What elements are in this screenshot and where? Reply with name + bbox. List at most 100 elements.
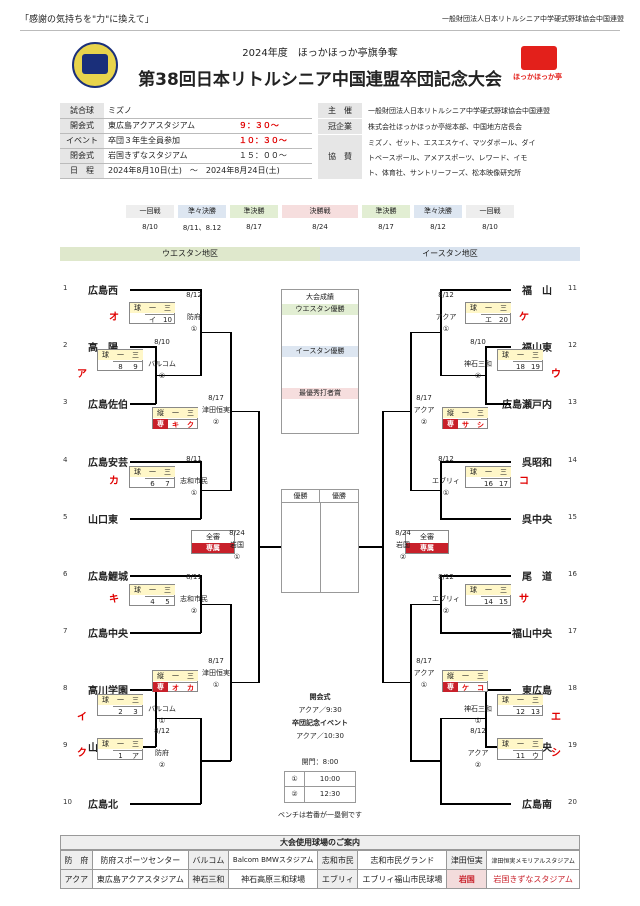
bracket-line	[130, 689, 156, 691]
semi-header: 三	[183, 670, 198, 681]
score-header: 三	[160, 302, 175, 313]
score-header: 一	[145, 466, 160, 477]
bracket-line	[200, 331, 231, 334]
score-cell: 6	[145, 477, 160, 489]
score-header: 一	[113, 694, 128, 705]
score-cell: 3	[128, 705, 143, 717]
semi-header: 一	[458, 407, 473, 418]
bracket-line	[440, 374, 486, 376]
match-number: ②	[420, 417, 428, 426]
team-number: 3	[63, 398, 68, 406]
score-cell: 19	[528, 360, 543, 372]
schedule-date: 8/17	[378, 223, 394, 231]
match-date: 8/17	[416, 393, 432, 402]
semi-header: 三	[473, 670, 488, 681]
match-number: ②	[212, 417, 220, 426]
match-venue: 志和市民	[180, 594, 208, 603]
score-header: 球	[98, 739, 113, 750]
score-header: 球	[498, 739, 513, 750]
score-header: 球	[130, 302, 145, 313]
score-header: 一	[145, 302, 160, 313]
team-number: 2	[63, 341, 68, 349]
umpire-cell: 専	[443, 681, 458, 692]
score-header: 球	[98, 349, 113, 360]
match-date: 8/17	[208, 656, 224, 665]
team-name: 広島西	[88, 286, 118, 297]
bracket-line	[130, 746, 156, 748]
semi-header: 縦	[443, 670, 458, 681]
score-header: 三	[128, 694, 143, 705]
match-venue: 防府	[155, 749, 169, 758]
score-cell: 5	[160, 595, 175, 607]
semi-cell: キ	[168, 418, 183, 430]
bracket-line	[440, 518, 511, 520]
match-code: カ	[109, 475, 119, 487]
all-umpire: 全審	[206, 533, 220, 542]
score-header: 一	[481, 584, 496, 595]
semi-cell: ケ	[458, 681, 473, 693]
match-date: 8/24	[395, 529, 411, 538]
schedule-sf-west: 準決勝	[230, 205, 278, 218]
semi-cell: ク	[183, 418, 198, 430]
bracket-line	[155, 717, 201, 719]
bracket-line	[410, 603, 441, 605]
score-header: 三	[528, 694, 543, 705]
league-logo-icon	[72, 42, 118, 88]
umpire-cell: 専	[153, 681, 168, 692]
match-venue: アクア	[467, 749, 489, 758]
team-name: 福 山	[522, 286, 552, 297]
schedule-qf-east: 準々決勝	[414, 205, 462, 218]
schedule-date: 8/12	[430, 223, 446, 231]
team-name: 広島安芸	[88, 458, 128, 469]
team-number: 9	[63, 741, 68, 749]
best-batter-label: 最優秀打者賞	[282, 388, 358, 399]
score-cell: 17	[496, 477, 511, 489]
score-header: 球	[498, 349, 513, 360]
bracket-line	[200, 760, 231, 762]
score-cell: 9	[128, 360, 143, 372]
event-title: 卒団記念イベント	[292, 719, 348, 727]
team-number: 12	[568, 341, 577, 349]
semi-cell: シ	[473, 418, 488, 430]
east-region-bar: イースタン地区	[320, 247, 580, 261]
match-number: ①	[420, 680, 428, 689]
match-number: ①	[233, 553, 241, 562]
hokka-logo-icon: ほっかほっか亭	[513, 44, 563, 84]
page-title: 第38回日本リトルシニア中国連盟卒団記念大会	[138, 70, 502, 90]
team-name: 広島中央	[88, 629, 128, 640]
score-cell: 2	[113, 705, 128, 717]
schedule-r1-west: 一回戦	[126, 205, 174, 218]
match-code: イ	[77, 711, 87, 723]
match-code: ア	[77, 368, 87, 380]
all-umpire: 全審	[420, 533, 434, 542]
bracket-line	[359, 546, 383, 548]
bracket-line	[130, 346, 156, 348]
federation-name: 一般財団法人日本リトルシニア中学硬式野球協会中国連盟	[442, 15, 624, 23]
match-number: ①	[474, 716, 482, 725]
bracket-line	[130, 518, 201, 520]
score-header: 三	[528, 739, 543, 750]
bracket-line	[230, 410, 259, 413]
team-name: 広島佐伯	[88, 400, 128, 411]
score-header: 三	[496, 302, 511, 313]
match-date: 8/17	[208, 393, 224, 402]
team-name: 呉昭和	[522, 458, 552, 469]
score-header: 三	[160, 584, 175, 595]
score-header: 球	[130, 466, 145, 477]
bracket-line	[130, 632, 201, 634]
match-venue: 岩国	[396, 541, 410, 550]
team-name: 広島瀬戸内	[502, 400, 552, 411]
semi-header: 一	[458, 670, 473, 681]
score-cell: 14	[481, 595, 496, 607]
match-number: ①	[190, 488, 198, 497]
schedule-date: 8/10	[482, 223, 498, 231]
match-venue: 志和市民	[180, 476, 208, 485]
semi-header: 三	[183, 407, 198, 418]
team-name: 尾 道	[522, 572, 552, 583]
semi-box: 縦一三専サシ	[442, 406, 488, 430]
match-code: ケ	[519, 311, 529, 323]
match-code: ク	[77, 748, 87, 760]
